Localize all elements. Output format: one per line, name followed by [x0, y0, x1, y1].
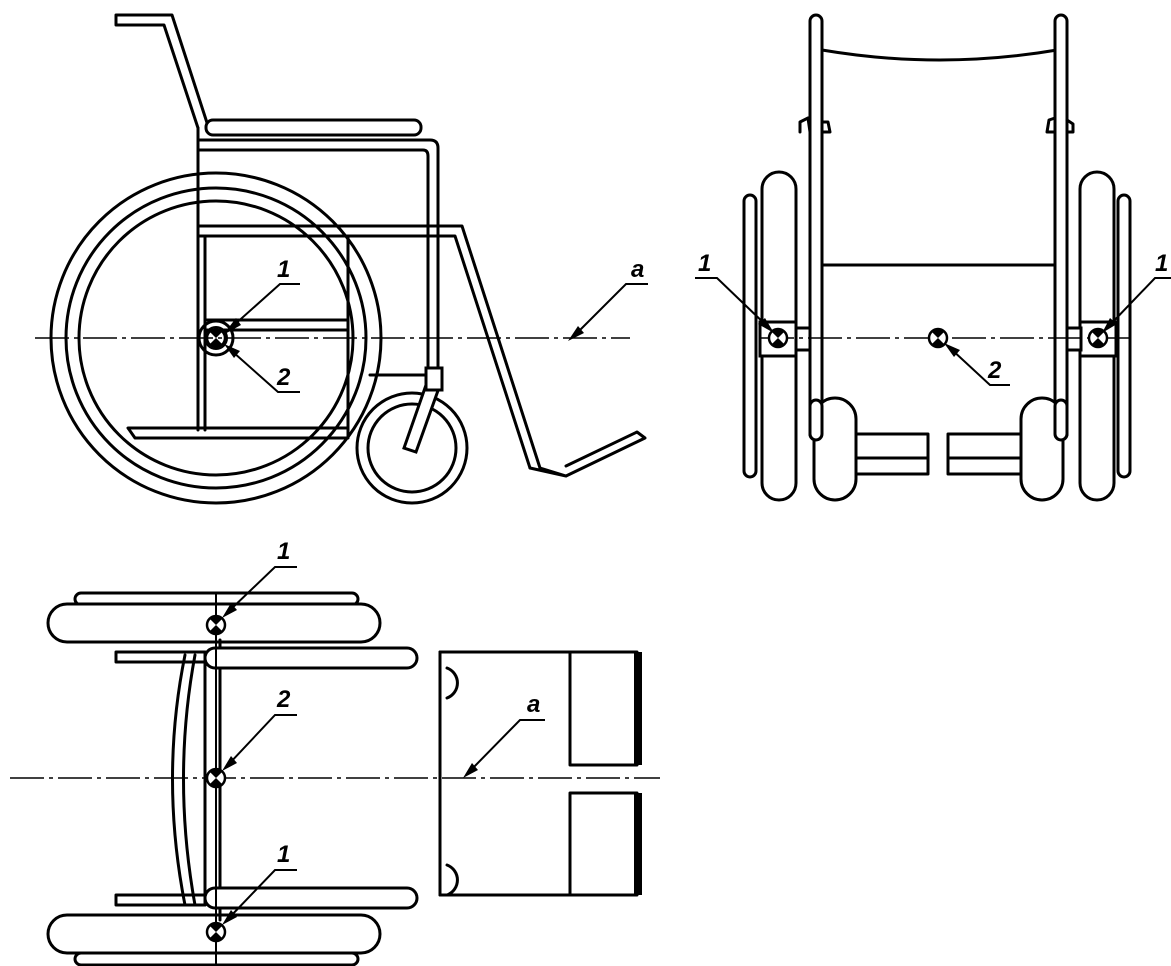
callout-label-1: 1 — [698, 250, 711, 277]
lower-rail — [368, 370, 434, 377]
left-bracket — [798, 116, 832, 134]
caster-housing-upper — [445, 666, 459, 700]
footplate-lower-edge — [634, 793, 642, 895]
footplate-upper — [568, 650, 639, 767]
left-handrim — [742, 193, 758, 479]
backrest-sling — [820, 48, 1059, 62]
right-axle — [1065, 326, 1083, 352]
right-post — [1053, 13, 1069, 442]
callout-1-front-left: 1 — [695, 250, 774, 333]
left-footplate — [854, 432, 930, 476]
callout-label-2: 2 — [276, 364, 291, 391]
backrest-curve — [171, 653, 197, 907]
caster-housing — [424, 366, 444, 392]
right-footplate — [946, 432, 1023, 476]
seat-rail — [196, 224, 542, 470]
footplate-lower — [568, 791, 639, 897]
right-caster — [1019, 396, 1065, 502]
left-post — [808, 13, 824, 442]
callout-label-2: 2 — [276, 686, 291, 713]
push-handle — [114, 13, 212, 134]
caster-fork — [402, 383, 443, 454]
top-upper-marker-icon — [205, 614, 227, 636]
left-post-end — [808, 398, 824, 442]
front-right-marker-icon — [1087, 327, 1109, 349]
callout-1-top-lower: 1 — [222, 841, 297, 925]
callout-1-top-upper: 1 — [222, 538, 297, 618]
callout-label-a: a — [527, 691, 540, 718]
caster-wheel-outer — [355, 391, 469, 505]
callout-a-top: a — [463, 691, 545, 778]
top-view: 1 2 a 1 — [10, 538, 660, 966]
callout-label-a: a — [631, 256, 644, 283]
left-axle — [794, 326, 812, 352]
frame-stub-lower — [114, 893, 207, 907]
callout-label-1: 1 — [277, 256, 290, 283]
armrest-upper — [203, 646, 419, 670]
callout-label-1: 1 — [277, 841, 290, 868]
front-view: 1 2 1 — [695, 13, 1171, 502]
top-center-marker-icon — [205, 767, 227, 789]
left-caster — [812, 396, 858, 502]
right-bracket — [1045, 116, 1075, 134]
front-center-marker-icon — [927, 327, 949, 349]
caster-housing-lower — [445, 863, 459, 897]
callout-2-top: 2 — [222, 686, 297, 771]
callout-a-side: a — [568, 256, 648, 341]
callout-2-front: 2 — [944, 343, 1010, 386]
callout-label-2: 2 — [987, 357, 1002, 384]
callout-label-1: 1 — [277, 538, 290, 565]
footrest — [528, 430, 647, 478]
top-lower-marker-icon — [205, 921, 227, 943]
armrest-lower — [203, 886, 419, 910]
right-handrim — [1116, 193, 1132, 479]
side-view: 1 2 a — [35, 13, 648, 505]
footplate-upper-edge — [634, 652, 642, 765]
callout-label-1: 1 — [1155, 250, 1168, 277]
callout-1-front-right: 1 — [1102, 250, 1171, 333]
right-post-end — [1053, 398, 1069, 442]
callout-2-side: 2 — [224, 344, 300, 393]
frame-stub-upper — [114, 650, 207, 664]
caster-wheel-inner — [366, 402, 458, 494]
armrest-frame — [196, 138, 440, 380]
lower-frame-bar — [126, 426, 350, 440]
callout-1-side: 1 — [223, 256, 300, 335]
seat-frame-top — [438, 650, 572, 897]
seat-cushion — [204, 118, 423, 137]
